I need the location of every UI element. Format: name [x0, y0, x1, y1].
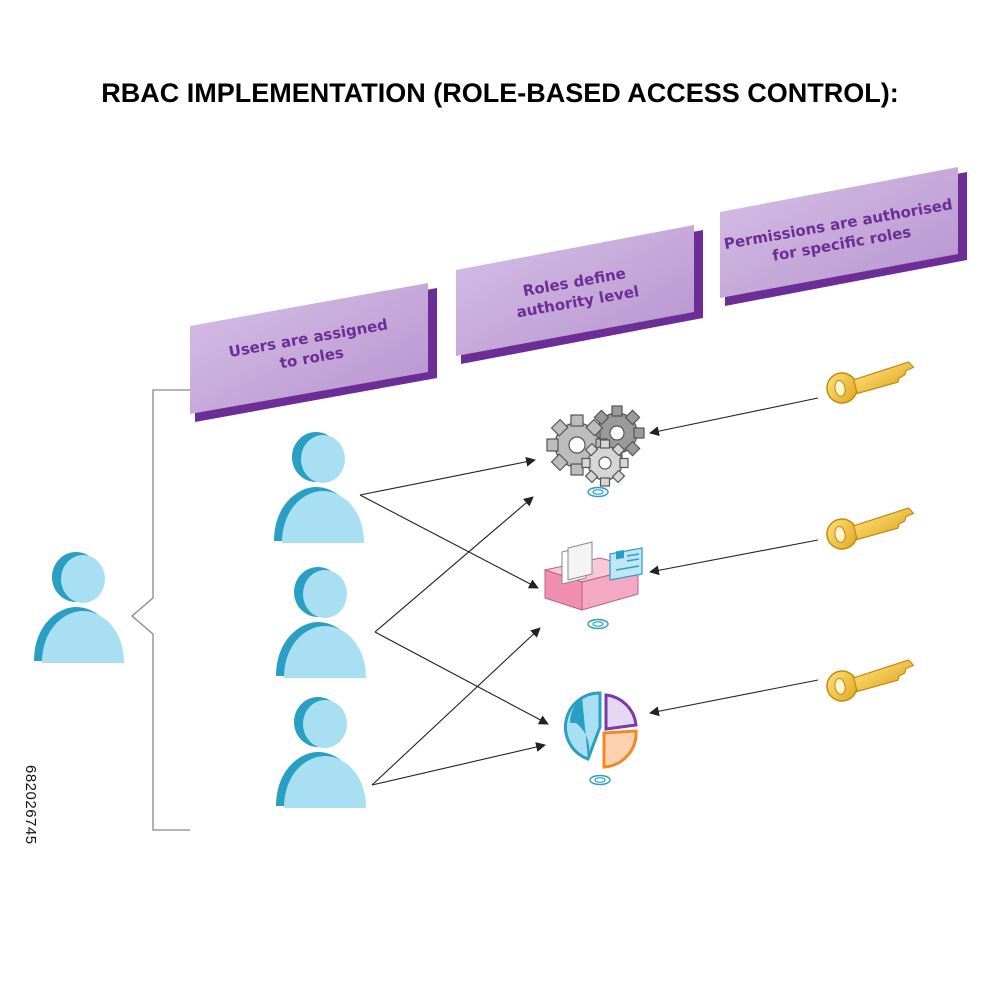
gears-icon [546, 405, 645, 487]
user-icon [276, 697, 366, 808]
group-bracket [131, 389, 190, 831]
pie-chart-icon [564, 691, 638, 769]
group-user-icon [34, 552, 124, 663]
panel-permissions [720, 167, 967, 306]
signal-icon [587, 486, 609, 498]
key-icon [823, 657, 919, 705]
key-icon [823, 505, 919, 553]
permission-role-arrows [649, 397, 819, 717]
panel-roles [456, 225, 703, 364]
signal-icon [589, 774, 611, 786]
signal-icon [587, 618, 609, 630]
user-icon [276, 567, 366, 678]
panel-users [190, 283, 437, 422]
page-title: RBAC IMPLEMENTATION (ROLE-BASED ACCESS C… [101, 78, 899, 108]
user-role-arrows [359, 456, 549, 786]
stock-image-id: 682026745 [22, 765, 39, 845]
user-icon [274, 432, 364, 543]
inbox-tray-icon [543, 541, 643, 611]
key-icon [823, 359, 919, 407]
